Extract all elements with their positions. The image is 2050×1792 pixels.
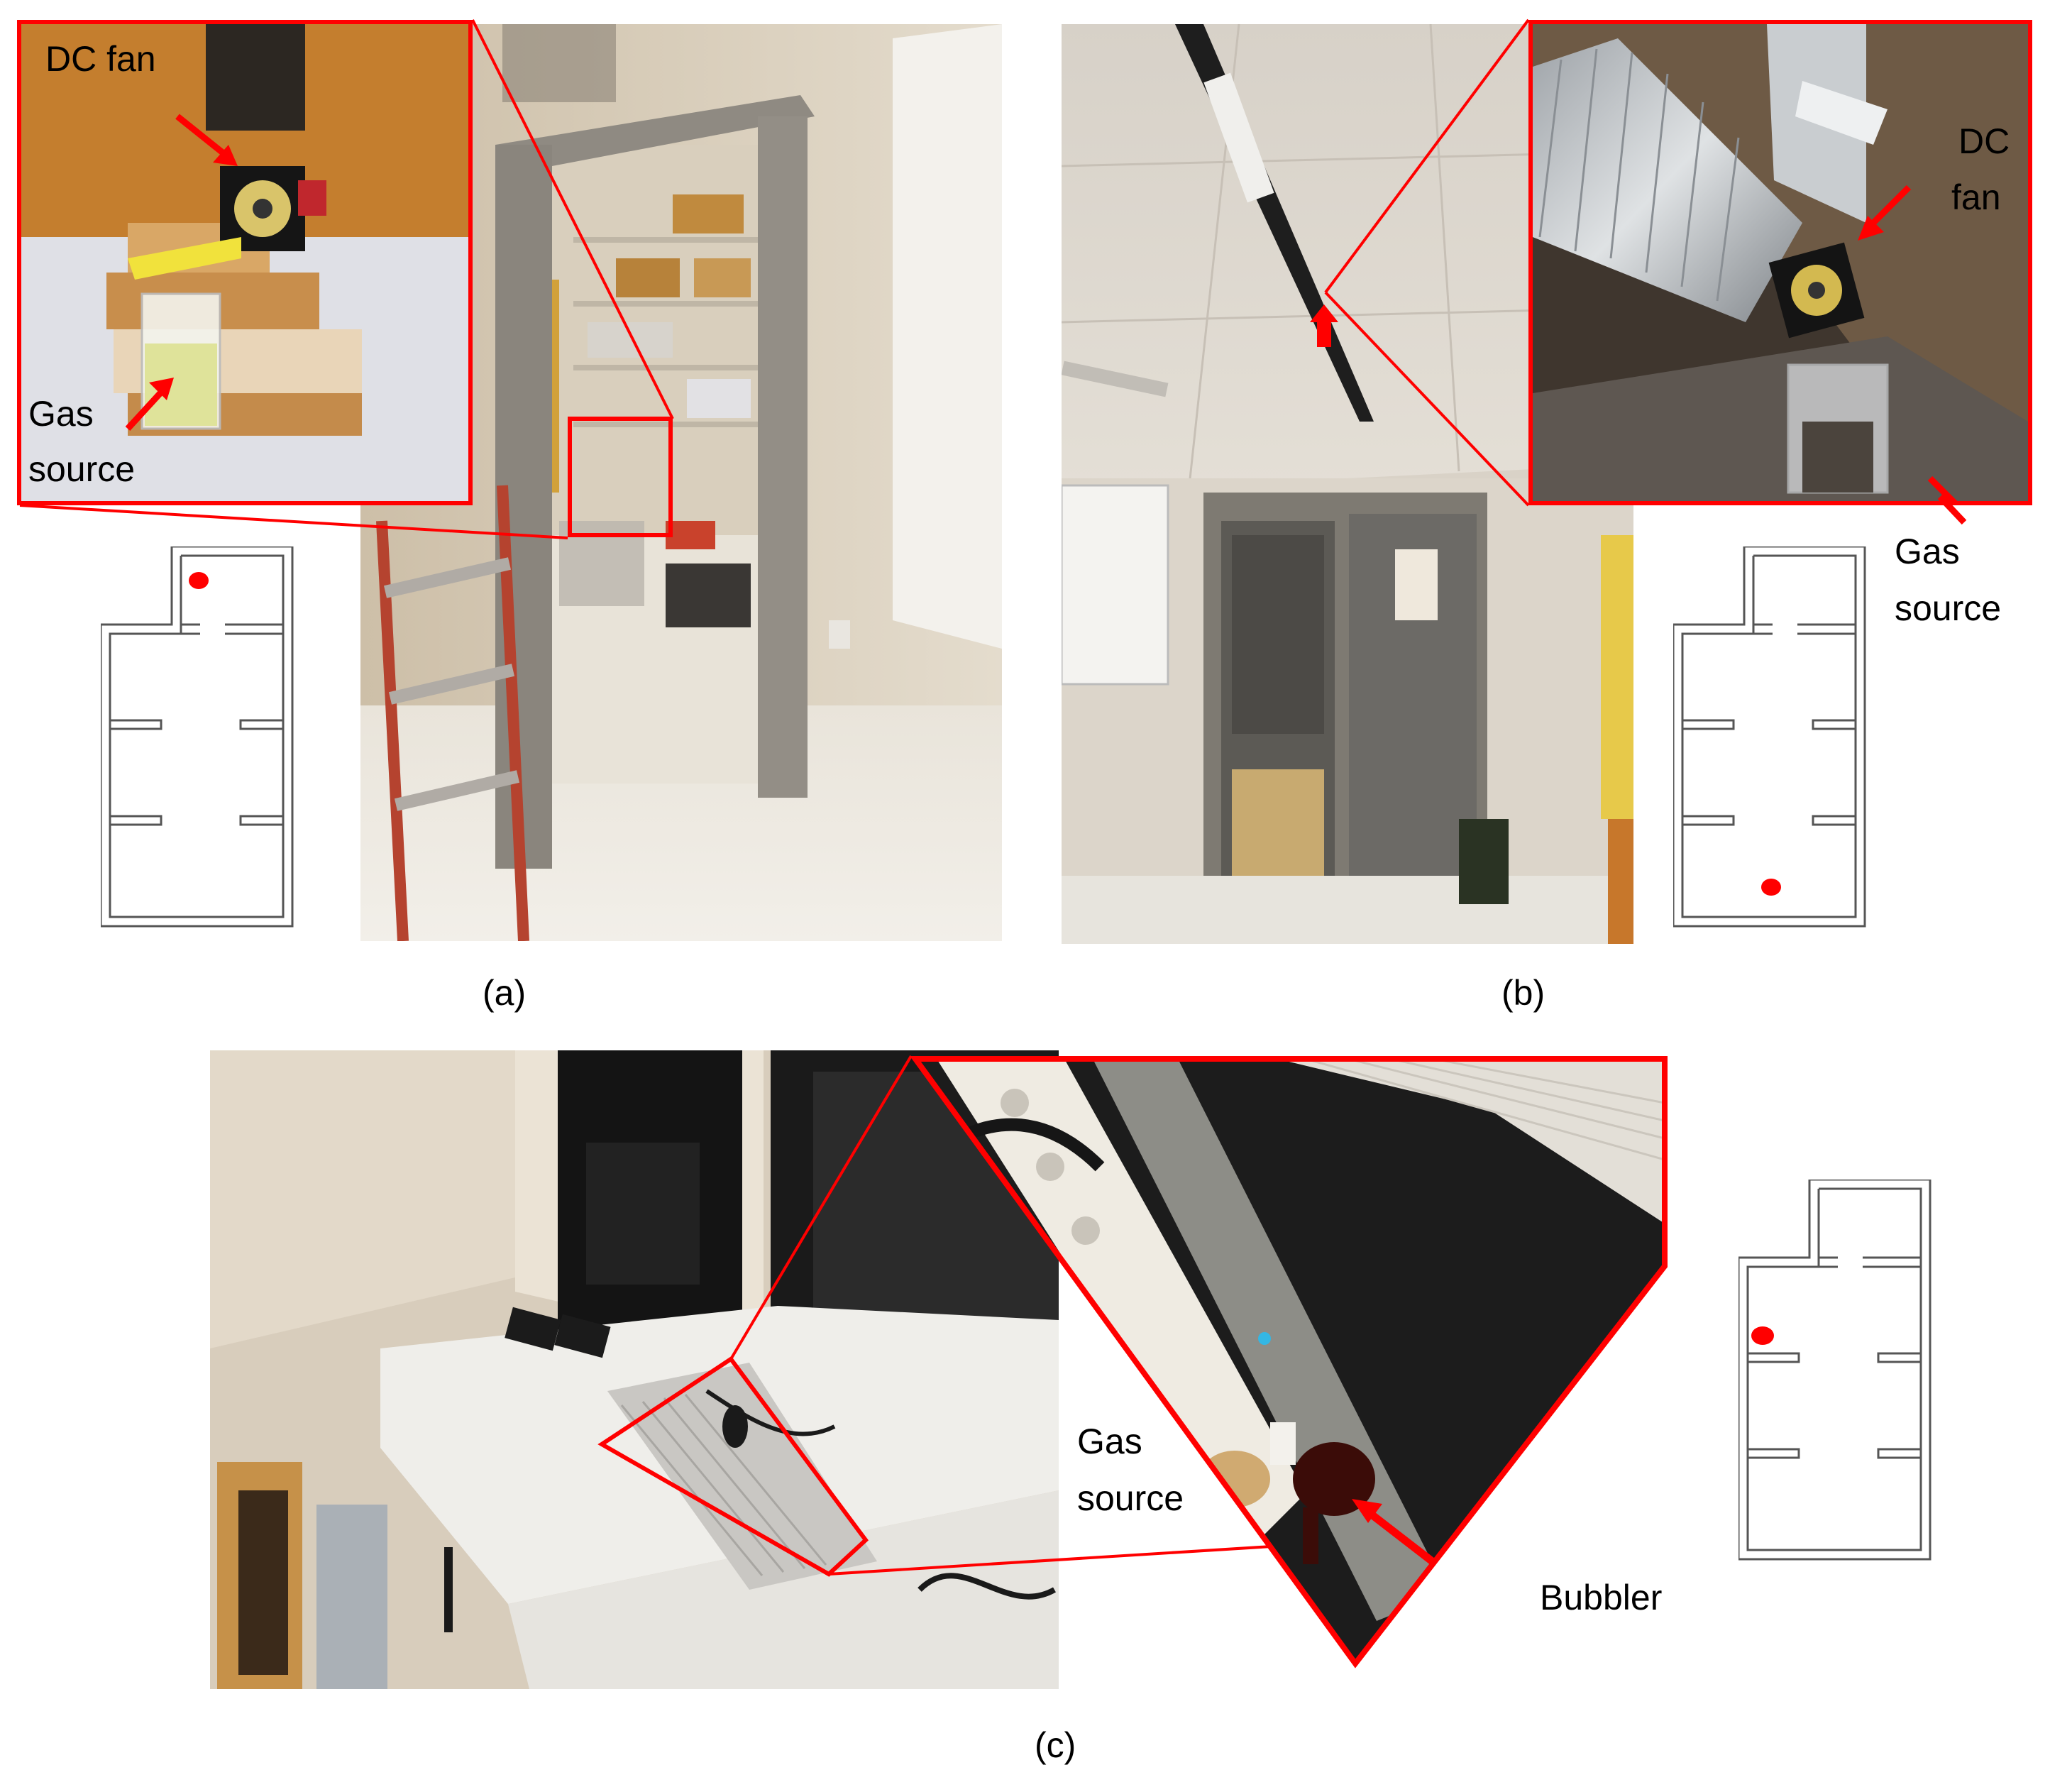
panel-a-inset-photo: DC fan Gas source — [17, 20, 473, 505]
panel-a-connector-lines — [19, 19, 674, 539]
panel-c-floorplan — [1738, 1180, 1931, 1561]
panel-c: Gas source Bubbler (c) — [0, 1022, 2050, 1792]
panel-c-highlight-outline — [597, 1055, 1284, 1577]
panel-b-connector-lines — [1324, 18, 1530, 507]
panel-b-floorplan — [1673, 546, 1866, 928]
panel-a-main-photo — [360, 24, 1002, 941]
panel-a-source-marker — [189, 572, 209, 589]
panel-b-source-marker — [1761, 879, 1781, 896]
panel-c-source-label-line2: source — [1077, 1478, 1184, 1518]
panel-b-inset-photo: DC fan — [1528, 20, 2032, 505]
panel-c-source-marker — [1751, 1326, 1774, 1345]
panel-a-fan-label: DC fan — [45, 39, 156, 79]
panel-b-fan-label-line2: fan — [1951, 177, 2001, 217]
panel-c-bubbler-label: Bubbler — [1540, 1578, 1663, 1617]
panel-c-source-label-line1: Gas — [1077, 1422, 1142, 1461]
panel-a-source-label-line1: Gas — [28, 394, 94, 434]
panel-a-source-label-line2: source — [28, 449, 136, 489]
panel-a-caption: (a) — [483, 973, 527, 1013]
panel-b-source-label-line2: source — [1895, 588, 2002, 628]
panel-c-inset-photo — [910, 1056, 1668, 1669]
panel-b-caption: (b) — [1501, 973, 1545, 1013]
panel-a-floorplan — [101, 546, 294, 928]
panel-c-caption: (c) — [1035, 1725, 1076, 1765]
panel-b: DC fan Gas source (b) — [1022, 0, 2050, 1013]
panel-b-source-arrow — [1937, 494, 1967, 525]
panel-b-fan-label-line1: DC — [1958, 121, 2010, 161]
panel-c-main-photo — [210, 1050, 1059, 1689]
panel-a-highlight-box — [568, 417, 673, 537]
panel-b-source-label-line1: Gas — [1895, 532, 1960, 571]
panel-a: DC fan Gas source (a) — [0, 0, 1022, 1013]
